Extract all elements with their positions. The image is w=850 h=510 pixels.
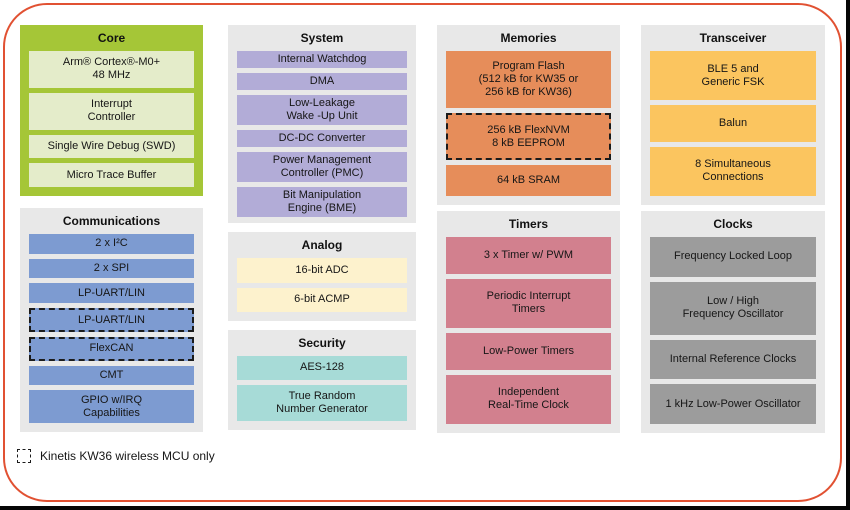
security-block: True Random Number Generator [237, 384, 407, 421]
system-block: Internal Watchdog [237, 51, 407, 68]
memories-block: 64 kB SRAM [446, 165, 611, 197]
core-block: Interrupt Controller [29, 92, 194, 130]
clocks-block: Frequency Locked Loop [650, 237, 816, 277]
transceiver-block: 8 Simultaneous Connections [650, 146, 816, 196]
communications-block: 2 x I²C [29, 234, 194, 254]
section-clocks-title: Clocks [713, 217, 753, 231]
transceiver-block: BLE 5 and Generic FSK [650, 51, 816, 101]
section-analog-items: 16-bit ADC 6-bit ACMP [228, 256, 416, 321]
communications-block: GPIO w/IRQ Capabilities [29, 390, 194, 424]
section-analog: Analog 16-bit ADC 6-bit ACMP [228, 232, 416, 321]
section-analog-title: Analog [301, 238, 343, 252]
section-security-title: Security [298, 336, 346, 350]
system-block: Bit Manipulation Engine (BME) [237, 187, 407, 217]
screen-edge-right [846, 0, 850, 510]
system-block: DC-DC Converter [237, 130, 407, 147]
system-block: Power Management Controller (PMC) [237, 152, 407, 182]
security-block: AES-128 [237, 356, 407, 380]
system-block: Low-Leakage Wake -Up Unit [237, 95, 407, 125]
timers-block: 3 x Timer w/ PWM [446, 237, 611, 274]
communications-block: FlexCAN [29, 336, 194, 361]
clocks-block: Internal Reference Clocks [650, 339, 816, 380]
section-communications-title: Communications [62, 214, 161, 228]
timers-block: Periodic Interrupt Timers [446, 278, 611, 328]
section-system-title: System [300, 31, 344, 45]
section-communications: Communications 2 x I²C 2 x SPI LP-UART/LIN… [20, 208, 203, 432]
timers-block: Independent Real-Time Clock [446, 374, 611, 424]
timers-block: Low-Power Timers [446, 333, 611, 370]
section-memories-items: Program Flash (512 kB for KW35 or 256 kB… [437, 49, 620, 205]
communications-block: LP-UART/LIN [29, 308, 194, 332]
section-transceiver-title: Transceiver [699, 31, 767, 45]
section-timers-items: 3 x Timer w/ PWM Periodic Interrupt Timer… [437, 235, 620, 433]
clocks-block: Low / High Frequency Oscillator [650, 281, 816, 335]
legend-label: Kinetis KW36 wireless MCU only [40, 449, 215, 463]
communications-block: 2 x SPI [29, 258, 194, 279]
legend: Kinetis KW36 wireless MCU only [17, 449, 215, 463]
core-block: Arm® Cortex®-M0+ 48 MHz [29, 51, 194, 88]
section-core-title: Core [97, 31, 126, 45]
section-timers: Timers 3 x Timer w/ PWM Periodic Interrup… [437, 211, 620, 433]
core-block: Single Wire Debug (SWD) [29, 134, 194, 159]
communications-block: CMT [29, 365, 194, 386]
section-transceiver: Transceiver BLE 5 and Generic FSK Balun 8 … [641, 25, 825, 205]
section-memories-title: Memories [500, 31, 557, 45]
communications-block: LP-UART/LIN [29, 283, 194, 304]
section-transceiver-items: BLE 5 and Generic FSK Balun 8 Simultaneous… [641, 49, 825, 205]
dashed-box-icon [17, 449, 31, 463]
section-timers-title: Timers [508, 217, 549, 231]
section-communications-items: 2 x I²C 2 x SPI LP-UART/LIN LP-UART/LIN Flex… [20, 232, 203, 432]
screen-edge-bottom [0, 506, 850, 510]
analog-block: 6-bit ACMP [237, 287, 407, 312]
transceiver-block: Balun [650, 105, 816, 142]
clocks-block: 1 kHz Low-Power Oscillator [650, 384, 816, 424]
section-memories: Memories Program Flash (512 kB for KW35 … [437, 25, 620, 205]
system-block: DMA [237, 73, 407, 90]
memories-block: 256 kB FlexNVM 8 kB EEPROM [446, 112, 611, 161]
memories-block: Program Flash (512 kB for KW35 or 256 kB… [446, 51, 611, 108]
core-block: Micro Trace Buffer [29, 163, 194, 187]
analog-block: 16-bit ADC [237, 258, 407, 283]
